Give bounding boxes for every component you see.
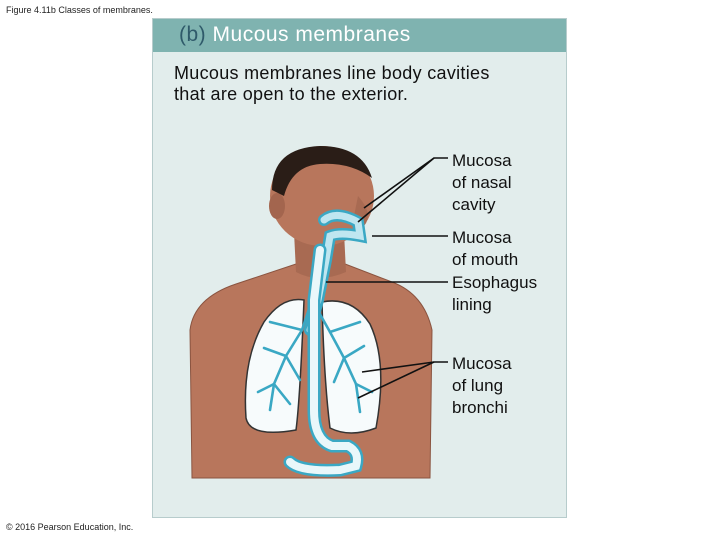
left-lung — [244, 298, 305, 433]
leader-lines — [326, 157, 448, 399]
label-line: Mucosa — [452, 354, 512, 373]
bronchial-tree — [256, 298, 374, 414]
panel-description: Mucous membranes line body cavities that… — [174, 63, 490, 104]
label-line: Mucosa — [452, 151, 512, 170]
panel-title-text: Mucous membranes — [212, 23, 411, 46]
label-lung-bronchi: Mucosa of lung bronchi — [452, 353, 512, 419]
label-line: cavity — [452, 195, 496, 214]
right-lung — [321, 300, 382, 434]
label-line: bronchi — [452, 398, 508, 417]
label-line: of mouth — [452, 250, 519, 269]
copyright-notice: © 2016 Pearson Education, Inc. — [6, 522, 134, 532]
panel-header: (b) Mucous membranes — [153, 19, 566, 52]
label-esophagus: Esophagus lining — [452, 272, 537, 316]
label-line: of nasal — [452, 173, 512, 192]
label-line: of lung — [452, 376, 504, 395]
airway-mucosa-inner — [306, 212, 365, 334]
esophagus-inner — [286, 246, 361, 475]
label-line: Esophagus — [452, 273, 538, 292]
label-line: Mucosa — [452, 228, 512, 247]
panel-title: (b) Mucous membranes — [179, 23, 411, 47]
label-nasal-cavity: Mucosa of nasal cavity — [452, 150, 512, 216]
ear — [269, 193, 285, 219]
hair — [272, 146, 372, 196]
label-line: lining — [452, 295, 492, 314]
label-mouth: Mucosa of mouth — [452, 227, 518, 271]
panel-letter: (b) — [179, 23, 207, 46]
figure-caption: Figure 4.11b Classes of membranes. — [6, 5, 153, 15]
